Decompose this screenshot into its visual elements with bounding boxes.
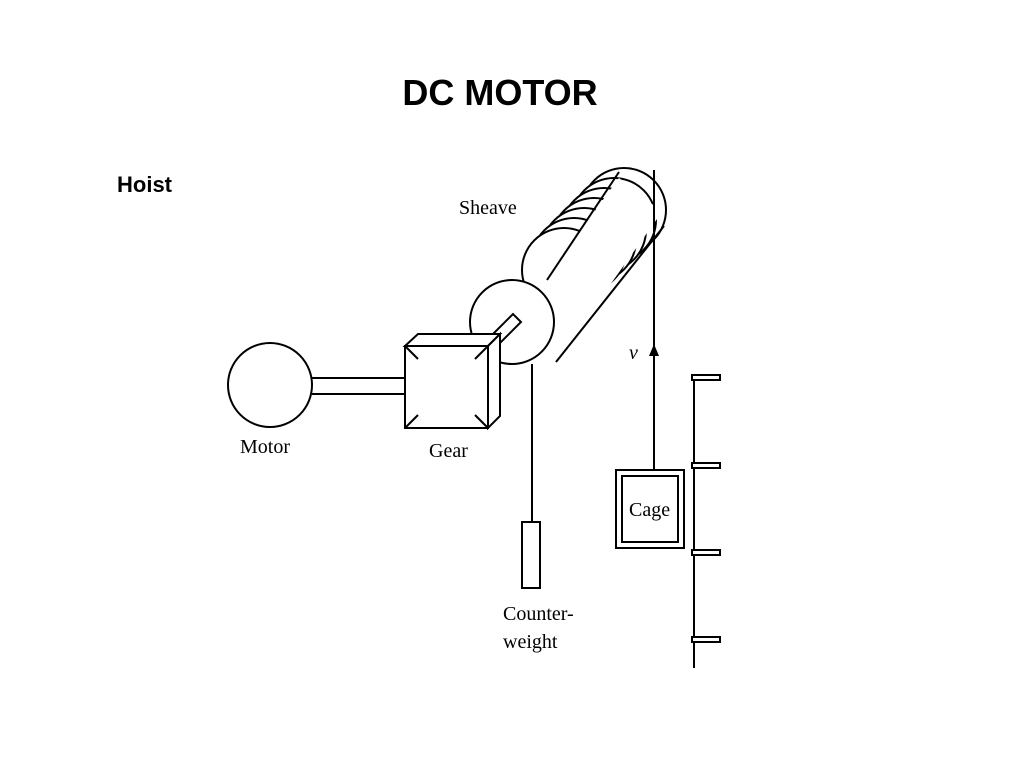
velocity-label: v (629, 342, 638, 364)
counterweight-label-line1: Counter- (503, 603, 574, 625)
counterweight-block (521, 521, 541, 589)
counterweight-label-line2: weight (503, 631, 558, 653)
motor-shaft (312, 377, 406, 395)
motor-label: Motor (240, 436, 290, 458)
landing-stop (691, 549, 721, 556)
gear-label: Gear (429, 440, 468, 462)
cage-box (615, 469, 685, 549)
landing-stop (691, 462, 721, 469)
sheave-label: Sheave (459, 197, 517, 219)
cage-label: Cage (629, 499, 670, 521)
sheave-edge (555, 225, 665, 363)
velocity-arrow-icon (649, 344, 659, 356)
slide-subtitle: Hoist (117, 172, 172, 197)
motor-circle (227, 342, 313, 428)
sheave-edge (546, 171, 620, 281)
landing-stop (691, 374, 721, 381)
gear-box (402, 331, 503, 431)
sheave-body (544, 178, 662, 362)
guide-rail (691, 374, 721, 668)
landing-stop (691, 636, 721, 643)
slide-title: DC MOTOR (402, 72, 598, 113)
